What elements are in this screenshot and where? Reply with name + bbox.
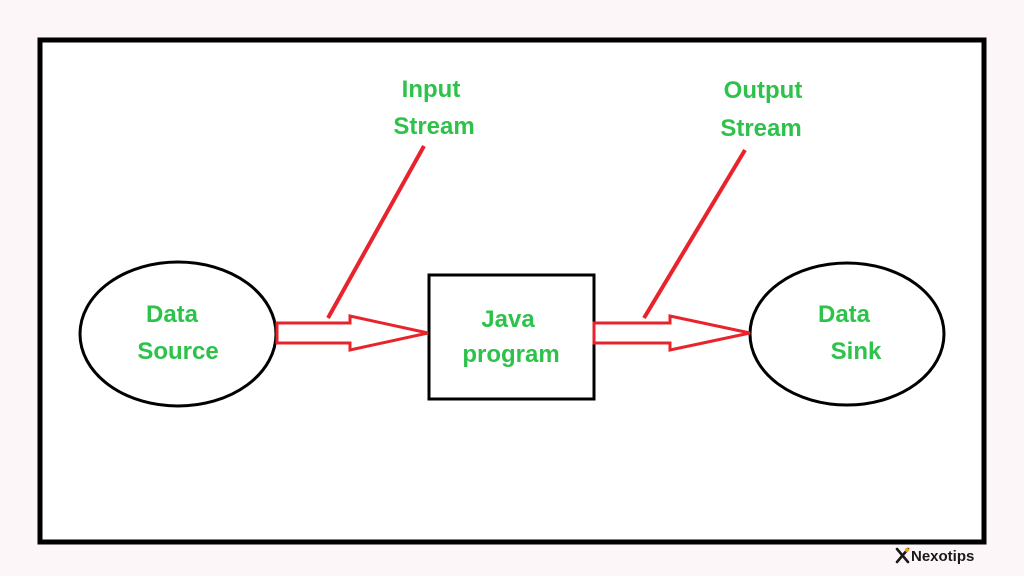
data-sink-label-line2: Sink <box>831 338 882 365</box>
output-stream-label-line1: Output <box>724 77 803 104</box>
data-sink-label-line1: Data <box>818 301 871 328</box>
output-stream-label-line2: Stream <box>720 115 801 142</box>
data-sink-node <box>748 261 946 407</box>
output-arrow <box>592 314 751 352</box>
java-program-node <box>427 273 596 401</box>
data-source-node <box>78 260 278 408</box>
input-arrow <box>275 314 429 352</box>
input-stream-label-line2: Stream <box>393 113 474 140</box>
java-program-label-line1: Java <box>481 306 535 333</box>
brand-name: Nexotips <box>911 548 974 565</box>
nexotips-logo: Nexotips <box>895 547 974 565</box>
nexotips-logo-mark-icon <box>895 547 910 564</box>
input-stream-label-line1: Input <box>402 76 461 103</box>
input-stream-pointer <box>326 145 426 319</box>
data-source-label-line2: Source <box>137 338 218 365</box>
output-stream-pointer <box>642 148 747 320</box>
java-program-label-line2: program <box>462 341 559 368</box>
data-source-label-line1: Data <box>146 301 199 328</box>
